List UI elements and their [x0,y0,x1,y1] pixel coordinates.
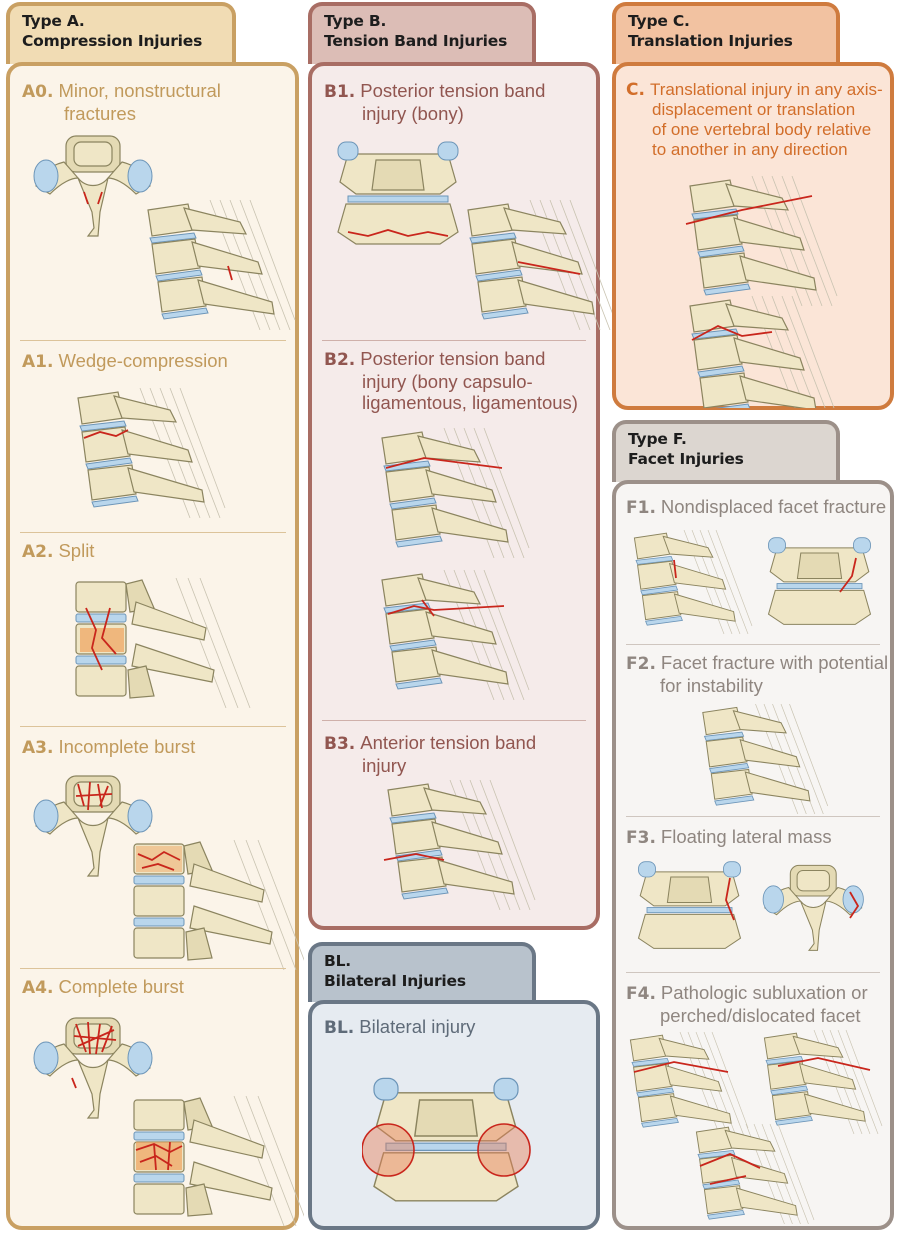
f3-heading: F3.Floating lateral mass [626,826,832,849]
type-b-tab-label: Type B. [324,11,532,31]
f3-divider [626,972,880,973]
a1-lateral-illustration [70,388,230,518]
b1-line2: injury (bony) [362,103,464,124]
a1-code: A1. [22,352,53,372]
a3-heading: A3.Incomplete burst [22,736,195,759]
a3-sagittal-illustration [124,840,304,970]
b2-line1: Posterior tension band [360,348,545,369]
bl-coronal-illustration [362,1076,532,1216]
bl-line1: Bilateral injury [359,1016,475,1037]
a0-line1: Minor, nonstructural [58,80,220,101]
bl-heading: BL.Bilateral injury [324,1016,475,1039]
a0-code: A0. [22,82,53,102]
type-c-tab: Type C. Translation Injuries [612,2,840,64]
b2-line2: injury (bony capsulo- [362,371,533,392]
type-a-tab: Type A. Compression Injuries [6,2,236,64]
a2-sagittal-illustration [66,578,256,708]
type-c-tab-title: Translation Injuries [628,31,836,51]
b2-divider [322,720,586,721]
a4-heading: A4.Complete burst [22,976,184,999]
f3-code: F3. [626,828,656,848]
f4-lateral-illustration-2 [758,1030,888,1134]
f4-line2: perched/dislocated facet [660,1005,861,1026]
c-lateral-illustration-1 [682,176,842,306]
a3-divider [20,968,286,969]
a1-divider [20,532,286,533]
a3-line1: Incomplete burst [58,736,195,757]
a4-line1: Complete burst [58,976,183,997]
f3-coronal-illustration [630,860,754,960]
bl-code: BL. [324,1018,354,1038]
b2-lateral-illustration-2 [374,570,534,700]
b3-heading: B3.Anterior tension band injury [324,732,536,776]
a0-lateral-illustration [140,200,300,330]
f1-heading: F1.Nondisplaced facet fracture [626,496,886,519]
b2-line3: ligamentous, ligamentous) [362,392,578,413]
f2-heading: F2.Facet fracture with potential for ins… [626,652,888,696]
b1-divider [322,340,586,341]
f4-line1: Pathologic subluxation or [661,982,868,1003]
f2-line2: for instability [660,675,763,696]
type-b-tab-title: Tension Band Injuries [324,31,532,51]
b2-code: B2. [324,350,355,370]
b3-code: B3. [324,734,355,754]
type-f-tab-title: Facet Injuries [628,449,836,469]
type-bl-tab-title: Bilateral Injuries [324,971,532,991]
b1-lateral-illustration [460,200,620,330]
a0-divider [20,340,286,341]
c-lateral-illustration-2 [682,296,842,408]
c-code: C. [626,80,645,100]
a1-heading: A1.Wedge-compression [22,350,228,373]
a0-heading: A0.Minor, nonstructural fractures [22,80,221,124]
b1-heading: B1.Posterior tension band injury (bony) [324,80,545,124]
a2-divider [20,726,286,727]
f4-lateral-illustration-1 [624,1032,754,1136]
b3-line1: Anterior tension band [360,732,536,753]
b1-coronal-illustration [328,140,468,250]
f1-code: F1. [626,498,656,518]
a1-line1: Wedge-compression [58,350,227,371]
f3-line1: Floating lateral mass [661,826,832,847]
f2-divider [626,816,880,817]
type-a-tab-label: Type A. [22,11,232,31]
c-line3: of one vertebral body relative [652,120,871,139]
f4-lateral-illustration-3 [690,1124,830,1224]
type-bl-tab: BL. Bilateral Injuries [308,942,536,1002]
b3-line2: injury [362,755,406,776]
f4-heading: F4.Pathologic subluxation or perched/dis… [626,982,868,1026]
f1-line1: Nondisplaced facet fracture [661,496,886,517]
b1-code: B1. [324,82,355,102]
c-line4: to another in any direction [652,140,848,159]
type-f-tab-label: Type F. [628,429,836,449]
a4-code: A4. [22,978,53,998]
type-bl-tab-label: BL. [324,951,532,971]
type-a-tab-title: Compression Injuries [22,31,232,51]
b1-line1: Posterior tension band [360,80,545,101]
f2-code: F2. [626,654,656,674]
type-c-tab-label: Type C. [628,11,836,31]
type-f-tab: Type F. Facet Injuries [612,420,840,482]
f2-lateral-illustration [696,704,836,814]
a2-line1: Split [58,540,94,561]
b2-lateral-illustration-1 [374,428,534,558]
c-heading: C. Translational injury in any axis- disp… [626,80,883,160]
a2-code: A2. [22,542,53,562]
type-b-tab: Type B. Tension Band Injuries [308,2,536,64]
f1-coronal-illustration [760,536,884,636]
c-line1: Translational injury in any axis- [650,80,883,99]
f1-lateral-illustration [628,530,758,634]
a4-sagittal-illustration [124,1096,304,1226]
a3-code: A3. [22,738,53,758]
c-line2: displacement or translation [652,100,855,119]
a2-heading: A2.Split [22,540,94,563]
a0-line2: fractures [64,103,136,124]
b2-heading: B2.Posterior tension band injury (bony c… [324,348,578,413]
f2-line1: Facet fracture with potential [661,652,888,673]
f1-divider [626,644,880,645]
b3-lateral-illustration [380,780,540,910]
f4-code: F4. [626,984,656,1004]
f3-axial-illustration [758,862,882,962]
